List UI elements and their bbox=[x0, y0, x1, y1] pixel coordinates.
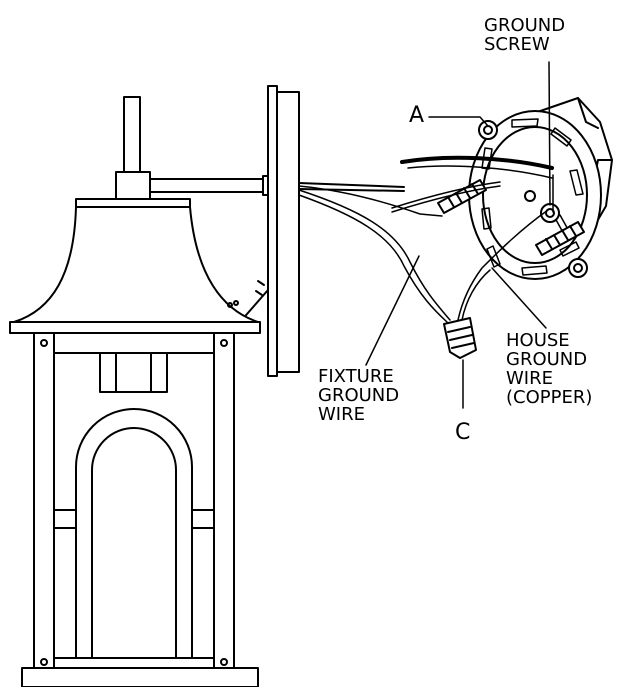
label-ground-screw: GROUND SCREW bbox=[484, 15, 566, 55]
fixture-ground-wire bbox=[298, 189, 451, 323]
house-ground-wire bbox=[457, 174, 554, 321]
label-fixture-ground-wire: FIXTURE GROUND WIRE bbox=[318, 366, 400, 425]
label-c: C bbox=[455, 420, 471, 445]
label-house-ground-wire: HOUSE GROUND WIRE (COPPER) bbox=[506, 330, 593, 408]
mounting-arm bbox=[115, 96, 272, 201]
mounting-screws bbox=[478, 120, 588, 278]
wire-nut bbox=[443, 317, 477, 359]
lantern-shade bbox=[9, 198, 261, 334]
lantern-body bbox=[21, 332, 259, 687]
leader-lines bbox=[365, 61, 551, 409]
label-a: A bbox=[409, 103, 425, 128]
wall-backplate bbox=[239, 85, 300, 377]
fixture-wires bbox=[298, 155, 554, 217]
